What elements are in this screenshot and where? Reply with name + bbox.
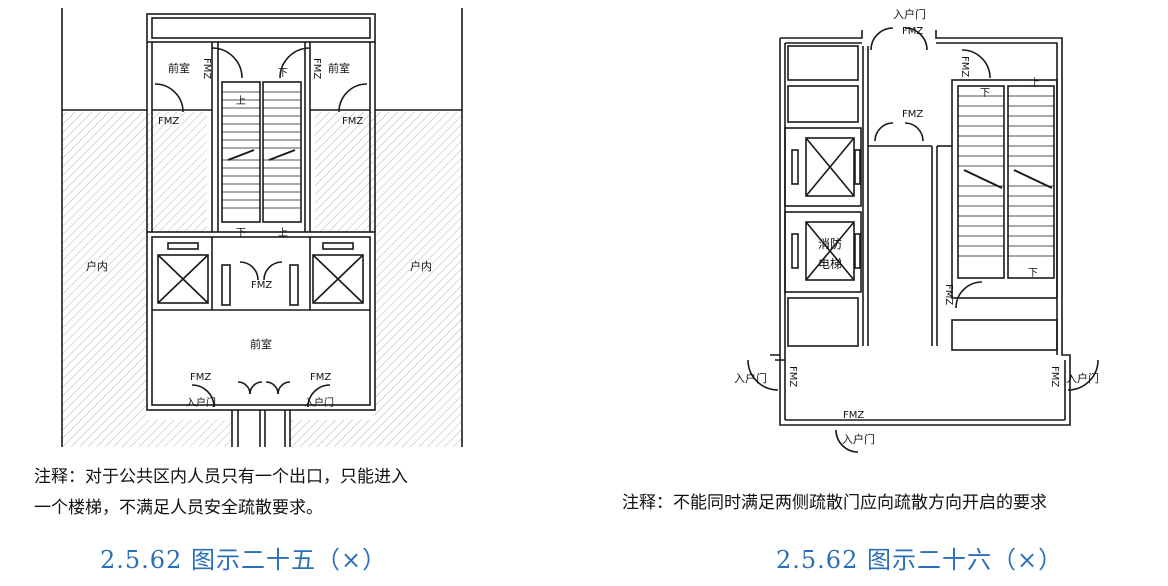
right-fire-lift-line2: 电梯	[818, 257, 842, 271]
right-door-fmy-7: FMZ	[843, 410, 864, 421]
left-floor-plan: 前室 前室 前室 户内 户内 FMZ FMZ FMZ FMZ FMZ FMZ F…	[61, 8, 463, 447]
left-entry-door-1: 入户门	[186, 396, 216, 409]
right-door-fmy-4: FMZ	[943, 284, 954, 305]
left-front-room-tr: 前室	[328, 61, 350, 75]
right-fire-lift-line1: 消防	[818, 236, 842, 251]
left-stair-down-2: 下	[236, 228, 246, 239]
left-door-fmy-2: FMZ	[342, 116, 363, 127]
right-floor-plan: 入户门 FMZ FMZ FMZ FMZ FMZ FMZ FMZ 入户门 入户门 …	[734, 7, 1099, 453]
right-diagram-panel: 入户门 FMZ FMZ FMZ FMZ FMZ FMZ FMZ 入户门 入户门 …	[600, 0, 1168, 586]
right-entry-door-top: 入户门	[893, 7, 926, 21]
left-household-right: 户内	[410, 259, 432, 273]
right-note: 注释：不能同时满足两侧疏散门应向疏散方向开启的要求	[622, 493, 1047, 513]
left-stair-down-1: 下	[278, 68, 288, 79]
left-household-left: 户内	[86, 259, 108, 273]
right-entry-door-bottom: 入户门	[842, 432, 875, 446]
right-entry-door-right: 入户门	[1066, 371, 1099, 385]
right-door-fmy-3: FMZ	[959, 56, 970, 77]
left-entry-door-2: 入户门	[304, 396, 334, 409]
left-stair-up-2: 上	[278, 227, 288, 239]
right-caption: 2.5.62 图示二十六（×）	[776, 546, 1064, 574]
household-right-hatch	[375, 112, 462, 447]
left-door-fmy-4: FMZ	[190, 372, 211, 383]
left-front-room-center: 前室	[250, 337, 272, 351]
right-door-fmy-5: FMZ	[787, 366, 798, 387]
left-note-line2: 一个楼梯，不满足人员安全疏散要求。	[34, 498, 323, 518]
left-caption: 2.5.62 图示二十五（×）	[100, 546, 388, 574]
left-door-fmy-3: FMZ	[251, 280, 272, 291]
right-entry-door-left: 入户门	[734, 371, 767, 385]
left-note-line1: 注释：对于公共区内人员只有一个出口，只能进入	[34, 467, 408, 487]
left-door-fmy-6: FMZ	[201, 58, 212, 79]
left-door-fmy-5: FMZ	[310, 372, 331, 383]
right-door-fmy-2: FMZ	[902, 109, 923, 120]
right-door-fmy-1: FMZ	[902, 26, 923, 37]
right-stair-down-1: 下	[980, 88, 990, 99]
left-door-fmy-1: FMZ	[158, 116, 179, 127]
left-stair-up-1: 上	[236, 95, 246, 107]
left-front-room-tl: 前室	[168, 61, 190, 75]
right-stair-up-1: 上	[1030, 77, 1040, 89]
left-note: 注释：对于公共区内人员只有一个出口，只能进入 一个楼梯，不满足人员安全疏散要求。	[34, 462, 594, 524]
household-left-hatch	[62, 112, 147, 447]
left-door-fmy-7: FMZ	[311, 58, 322, 79]
right-door-fmy-6: FMZ	[1049, 366, 1060, 387]
right-stair-down-2: 下	[1028, 268, 1038, 279]
left-diagram-panel: 前室 前室 前室 户内 户内 FMZ FMZ FMZ FMZ FMZ FMZ F…	[34, 8, 594, 574]
